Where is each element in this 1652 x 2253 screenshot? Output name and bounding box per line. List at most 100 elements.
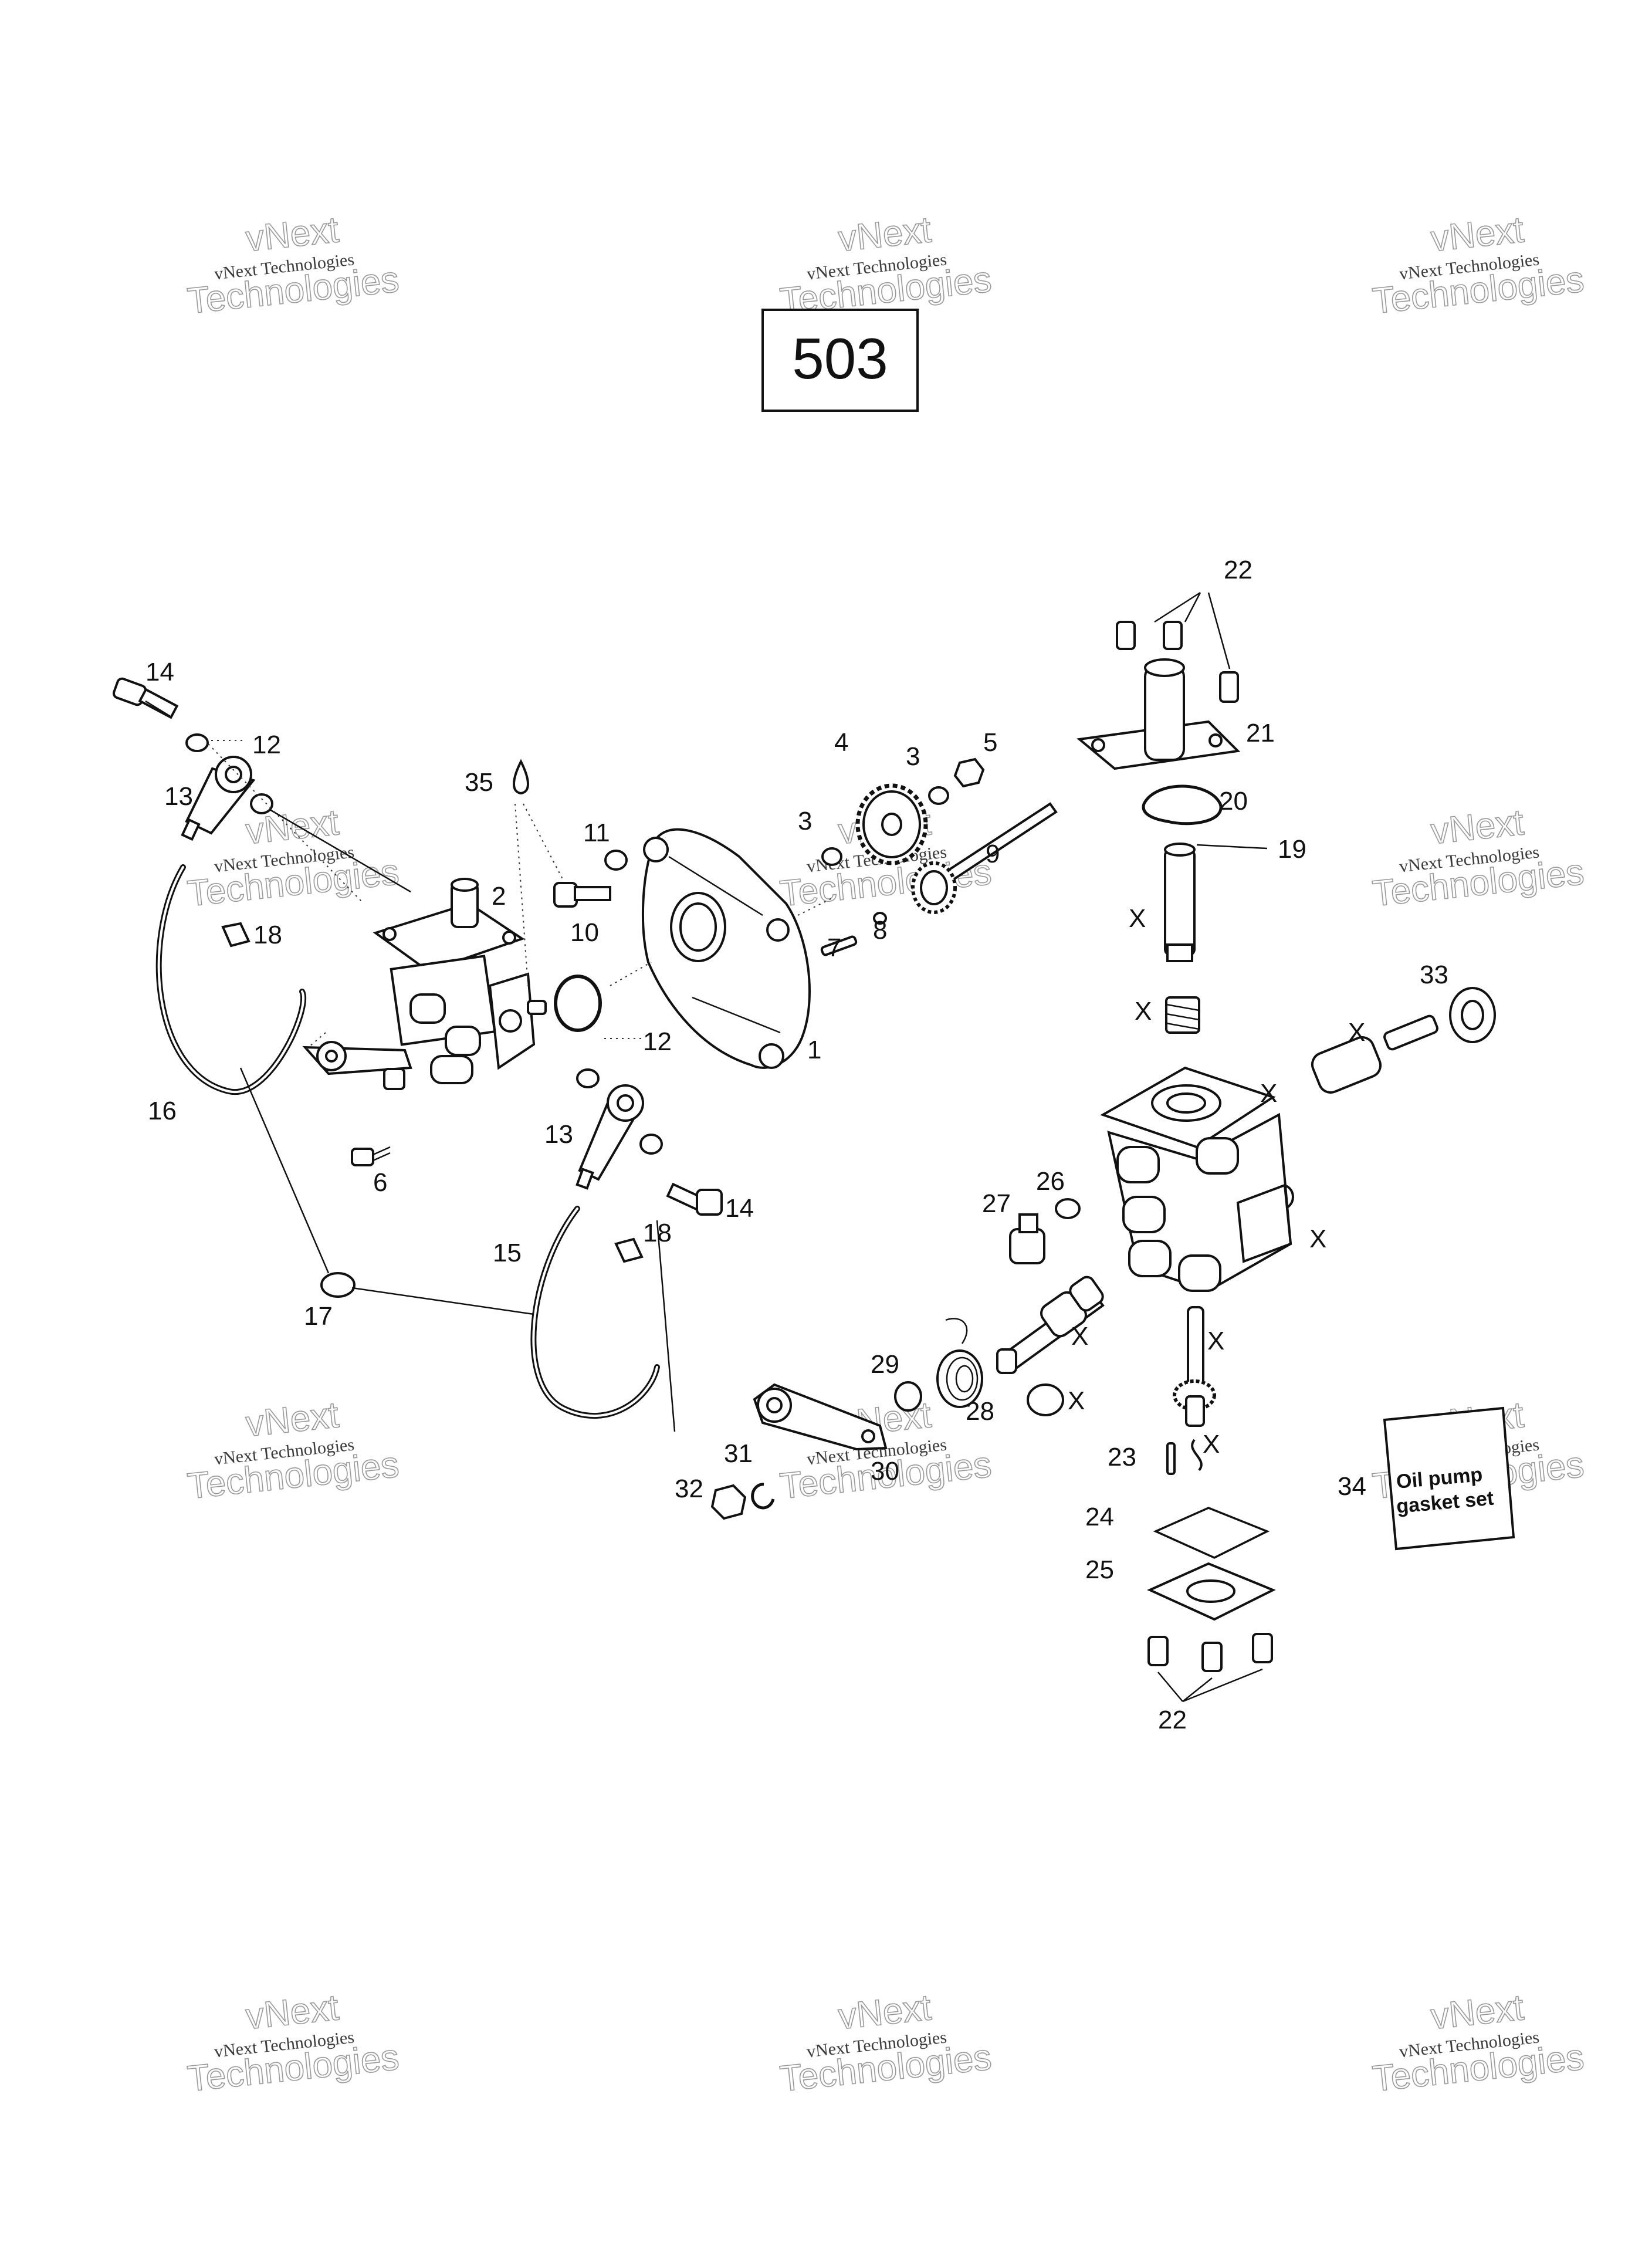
pin-23 (1166, 1442, 1176, 1475)
washer-29 (894, 1381, 922, 1412)
engine-label-box: 503 (761, 309, 919, 412)
callout-3b: 3 (906, 742, 920, 771)
spring-clip (1191, 1439, 1203, 1471)
pump-nipple (527, 1000, 547, 1015)
seal-small (1027, 1383, 1064, 1416)
callout-9: 9 (986, 840, 1000, 868)
watermark: vNext vNext Technologies Technologies (1370, 801, 1586, 915)
callout-22b: 22 (1158, 1706, 1187, 1734)
washer-3b (928, 786, 949, 805)
cam-shaft (996, 1276, 1105, 1374)
callout-15: 15 (493, 1239, 522, 1267)
pin-7 (820, 935, 858, 956)
banjo-fitting-lower (576, 1084, 644, 1190)
callout-2: 2 (492, 882, 506, 911)
right-pump-body (1100, 1066, 1292, 1293)
callout-18b: 18 (643, 1219, 672, 1247)
callout-22a: 22 (1224, 556, 1252, 584)
o-ring (554, 975, 602, 1032)
callout-10: 10 (570, 918, 599, 947)
callout-5: 5 (983, 728, 997, 757)
callout-13a: 13 (164, 782, 193, 811)
callout-11: 11 (583, 818, 610, 847)
callout-28: 28 (966, 1397, 994, 1426)
callout-19: 19 (1278, 835, 1306, 864)
callout-8: 8 (873, 916, 887, 945)
callout-18a: 18 (253, 921, 282, 949)
x-mark: X (1071, 1322, 1088, 1351)
x-mark: X (1207, 1327, 1224, 1355)
callout-labels: 1 2 3 3 4 5 6 7 8 9 10 11 12 12 13 13 14… (145, 556, 1448, 1734)
washer-26 (1055, 1198, 1081, 1219)
banjo-fitting-upper (181, 756, 256, 841)
screw-6 (351, 1146, 391, 1166)
washer-3a (821, 847, 842, 866)
sealant-drop-icon (513, 759, 529, 795)
watermark: vNext vNext Technologies Technologies (777, 209, 994, 322)
plug-27 (1009, 1213, 1045, 1264)
callout-27: 27 (982, 1189, 1011, 1218)
callout-34: 34 (1338, 1472, 1366, 1501)
banjo-bolt-lower (666, 1182, 723, 1216)
callout-12b: 12 (643, 1027, 672, 1056)
gasket-24 (1153, 1507, 1270, 1559)
x-mark: X (1309, 1224, 1326, 1253)
callout-21: 21 (1246, 719, 1275, 747)
watermark: vNext vNext Technologies Technologies (185, 1987, 401, 2100)
cover-screws-top (1116, 621, 1239, 703)
bottom-cover-25 (1147, 1562, 1276, 1621)
callout-12a: 12 (252, 730, 281, 759)
callout-24: 24 (1085, 1503, 1114, 1531)
x-mark: X (1135, 997, 1152, 1026)
callout-4: 4 (834, 728, 848, 757)
nut-32 (710, 1484, 747, 1520)
callout-17: 17 (304, 1302, 333, 1331)
hose-clip-upper (221, 922, 250, 948)
watermark: vNext vNext Technologies Technologies (185, 1394, 401, 1507)
cover-screws-bottom (1147, 1633, 1273, 1672)
watermark: vNext vNext Technologies Technologies (777, 1987, 994, 2100)
washer-upper-a (185, 733, 209, 752)
watermark: vNext vNext Technologies Technologies (185, 209, 401, 322)
callout-1: 1 (807, 1036, 821, 1064)
screw-10 (553, 882, 611, 908)
hose-clip-lower (614, 1237, 644, 1263)
watermark: vNext vNext Technologies Technologies (1370, 209, 1586, 322)
callout-23: 23 (1108, 1443, 1136, 1471)
pump-cover-21 (1076, 658, 1241, 770)
callout-26: 26 (1036, 1167, 1065, 1196)
washer-lower-a (576, 1068, 600, 1088)
x-mark: X (1068, 1386, 1085, 1415)
valve-stem (1311, 1014, 1438, 1094)
circlip-31 (751, 1483, 775, 1510)
leader-lines (208, 591, 1268, 1703)
nut-5 (953, 757, 985, 788)
oil-pump-body (373, 878, 536, 1084)
callout-13b: 13 (544, 1120, 573, 1149)
clamp-17 (320, 1272, 356, 1298)
pinion-gear (1173, 1306, 1216, 1427)
callout-31: 31 (724, 1439, 753, 1468)
callout-14a: 14 (145, 658, 174, 686)
piston-19 (1164, 843, 1196, 962)
callout-14b: 14 (725, 1194, 754, 1223)
callout-7: 7 (827, 933, 841, 962)
callout-20: 20 (1219, 787, 1248, 816)
callout-35: 35 (465, 768, 493, 797)
x-mark: X (1348, 1018, 1365, 1047)
watermark: vNext vNext Technologies Technologies (1370, 1987, 1586, 2100)
callout-32: 32 (675, 1474, 703, 1503)
gasket-20 (1142, 784, 1223, 826)
x-mark: X (1260, 1079, 1277, 1108)
oil-line-16 (155, 864, 306, 1095)
pump-housing (641, 828, 811, 1069)
seal-33 (1449, 987, 1496, 1043)
washer-upper-b (250, 793, 273, 814)
pump-lever (302, 1041, 412, 1090)
gasket-kit-card: Oil pump gasket set (1383, 1406, 1515, 1551)
oil-line-15 (530, 1206, 660, 1419)
gear-4 (855, 783, 928, 865)
x-mark: X (1203, 1430, 1220, 1459)
washer-8 (873, 912, 887, 925)
